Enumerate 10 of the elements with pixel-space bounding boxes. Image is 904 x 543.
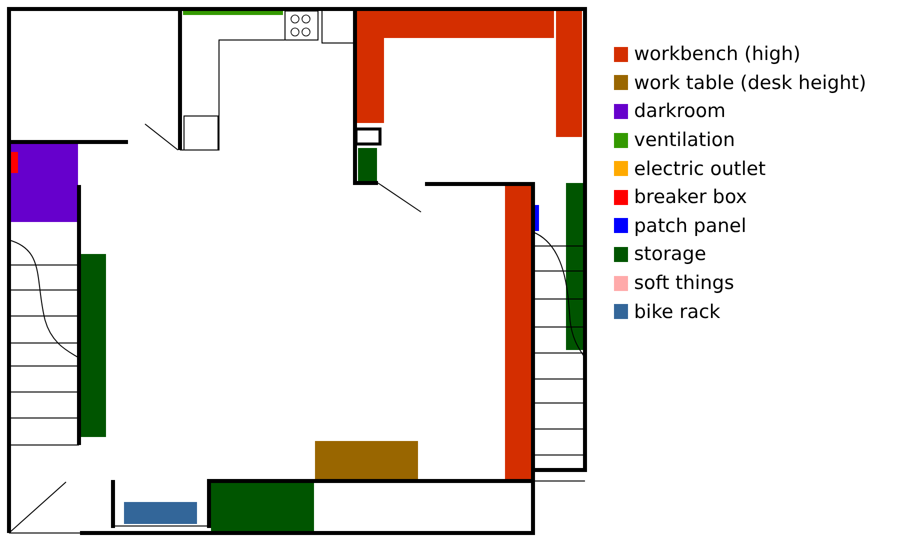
legend-label: workbench (high) (634, 43, 801, 66)
legend-label: electric outlet (634, 158, 766, 180)
legend-label: ventilation (634, 129, 736, 152)
legend-label: work table (desk height) (634, 72, 866, 94)
legend-label: breaker box (634, 186, 747, 208)
legend-label: storage (634, 243, 706, 266)
legend-label: patch panel (634, 214, 746, 237)
legend-label: soft things (634, 272, 734, 294)
legend-label: darkroom (634, 100, 726, 122)
legend-label: bike rack (634, 300, 720, 323)
